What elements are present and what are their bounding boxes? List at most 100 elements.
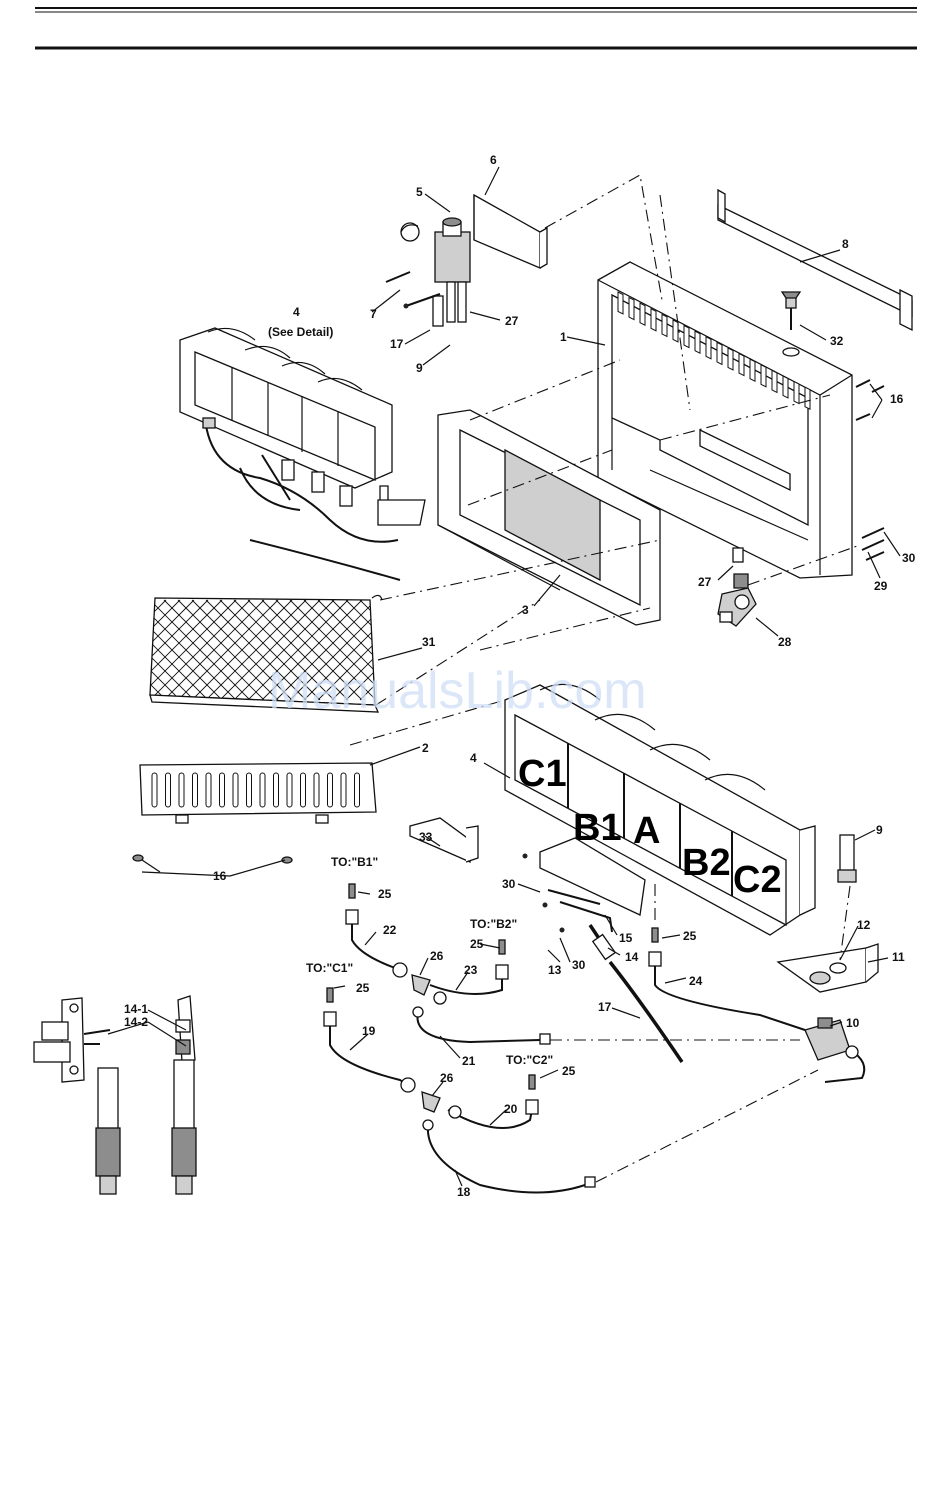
grille-mesh-line	[10, 600, 110, 700]
cabinet-louver	[706, 337, 711, 359]
cabinet-louver	[673, 320, 678, 342]
cabinet-louver	[783, 376, 788, 398]
cabinet-louver	[684, 326, 689, 348]
cabinet-louver	[739, 354, 744, 376]
callout-2: 2	[422, 741, 429, 755]
regulator-part-28	[718, 548, 756, 626]
callout-30-mid: 30	[502, 877, 516, 891]
callout-29: 29	[874, 579, 888, 593]
callout-17-bottom: 17	[598, 1000, 612, 1014]
burner-label-a: A	[633, 810, 660, 852]
front-panel-slot	[220, 773, 225, 807]
front-panel-slot	[355, 773, 360, 807]
grille-mesh-line	[24, 600, 124, 700]
callout-3: 3	[522, 603, 529, 617]
valve-bracket-part-6	[474, 195, 547, 268]
grille-mesh-line	[24, 600, 124, 700]
callout-25-b2: 25	[470, 937, 484, 951]
callout-13: 13	[548, 963, 562, 977]
callout-22: 22	[383, 923, 397, 937]
burner-label-b2: B2	[682, 842, 731, 884]
cabinet-louver	[761, 365, 766, 387]
cabinet-louver	[717, 342, 722, 364]
front-panel-slot	[314, 773, 319, 807]
callout-16-bottom: 16	[213, 869, 227, 883]
front-panel-slot	[166, 773, 171, 807]
cabinet-louver	[662, 314, 667, 336]
to-c1-label: TO:"C1"	[306, 961, 353, 975]
front-panel-slot	[301, 773, 306, 807]
cabinet-louver	[651, 309, 656, 331]
callout-25-c1: 25	[356, 981, 370, 995]
to-c2-label: TO:"C2"	[506, 1053, 553, 1067]
cabinet-louver	[772, 370, 777, 392]
cabinet-louver	[805, 387, 810, 409]
burner-label-c1: C1	[518, 753, 567, 795]
callout-6: 6	[490, 153, 497, 167]
grille-mesh-line	[38, 600, 138, 700]
cabinet-louver	[695, 331, 700, 353]
top-rail-part-8	[718, 190, 912, 330]
screws-part-29-30	[862, 528, 884, 560]
callout-16-right: 16	[890, 392, 904, 406]
burner-assembly-detail-part-4	[180, 328, 425, 580]
tube-part-9	[838, 835, 856, 882]
callout-8: 8	[842, 237, 849, 251]
callout-23: 23	[464, 963, 478, 977]
callout-20: 20	[504, 1102, 518, 1116]
grille-mesh-line	[52, 600, 152, 700]
callout-12: 12	[857, 918, 871, 932]
callout-9-right: 9	[876, 823, 883, 837]
front-panel-slot	[274, 773, 279, 807]
callout-11: 11	[892, 950, 905, 964]
callout-25-c2: 25	[562, 1064, 576, 1078]
front-panel-slot	[260, 773, 265, 807]
grille-mesh-line	[52, 600, 152, 700]
bracket-part-11	[778, 944, 878, 992]
callout-15: 15	[619, 931, 633, 945]
front-panel-slot	[341, 773, 346, 807]
callout-31: 31	[422, 635, 436, 649]
callout-25-b1: 25	[378, 887, 392, 901]
callout-21: 21	[462, 1054, 476, 1068]
front-panel-slot	[179, 773, 184, 807]
cabinet-louver	[640, 303, 645, 325]
callout-4-top: 4	[293, 305, 300, 319]
callout-27-mid: 27	[698, 575, 712, 589]
cabinet-louver	[629, 298, 634, 320]
callout-14-1: 14-1	[124, 1002, 148, 1016]
callout-28: 28	[778, 635, 792, 649]
front-panel-part-2	[133, 763, 376, 863]
front-panel-slot	[328, 773, 333, 807]
callout-9-top: 9	[416, 361, 423, 375]
callout-14: 14	[625, 950, 639, 964]
watermark: ManualsLib.com	[268, 662, 647, 720]
burner-label-c2: C2	[733, 859, 782, 901]
callout-27-top: 27	[505, 314, 519, 328]
callout-30-bottom: 30	[572, 958, 586, 972]
screws-part-16	[856, 380, 884, 420]
grille-mesh-line	[10, 600, 110, 700]
to-b1-label: TO:"B1"	[331, 855, 378, 869]
cabinet-louver	[794, 382, 799, 404]
callout-19: 19	[362, 1024, 376, 1038]
cabinet-louver	[728, 348, 733, 370]
see-detail-note: (See Detail)	[268, 325, 333, 339]
pilot-detail-part-14-1-14-2	[34, 996, 196, 1194]
header-rules	[35, 8, 917, 48]
callout-30-right: 30	[902, 551, 916, 565]
grille-mesh-line	[38, 600, 138, 700]
cabinet-louver	[750, 359, 755, 381]
callout-24: 24	[689, 974, 703, 988]
front-panel-slot	[152, 773, 157, 807]
callout-18: 18	[457, 1185, 471, 1199]
front-panel-slot	[247, 773, 252, 807]
callout-7: 7	[370, 307, 377, 321]
front-panel-slot	[206, 773, 211, 807]
burner-assembly-part-4: C1 B1 A B2 C2	[505, 684, 815, 935]
gas-valve-part-5	[386, 218, 470, 326]
callout-26-top: 26	[430, 949, 444, 963]
callout-10: 10	[846, 1016, 860, 1030]
